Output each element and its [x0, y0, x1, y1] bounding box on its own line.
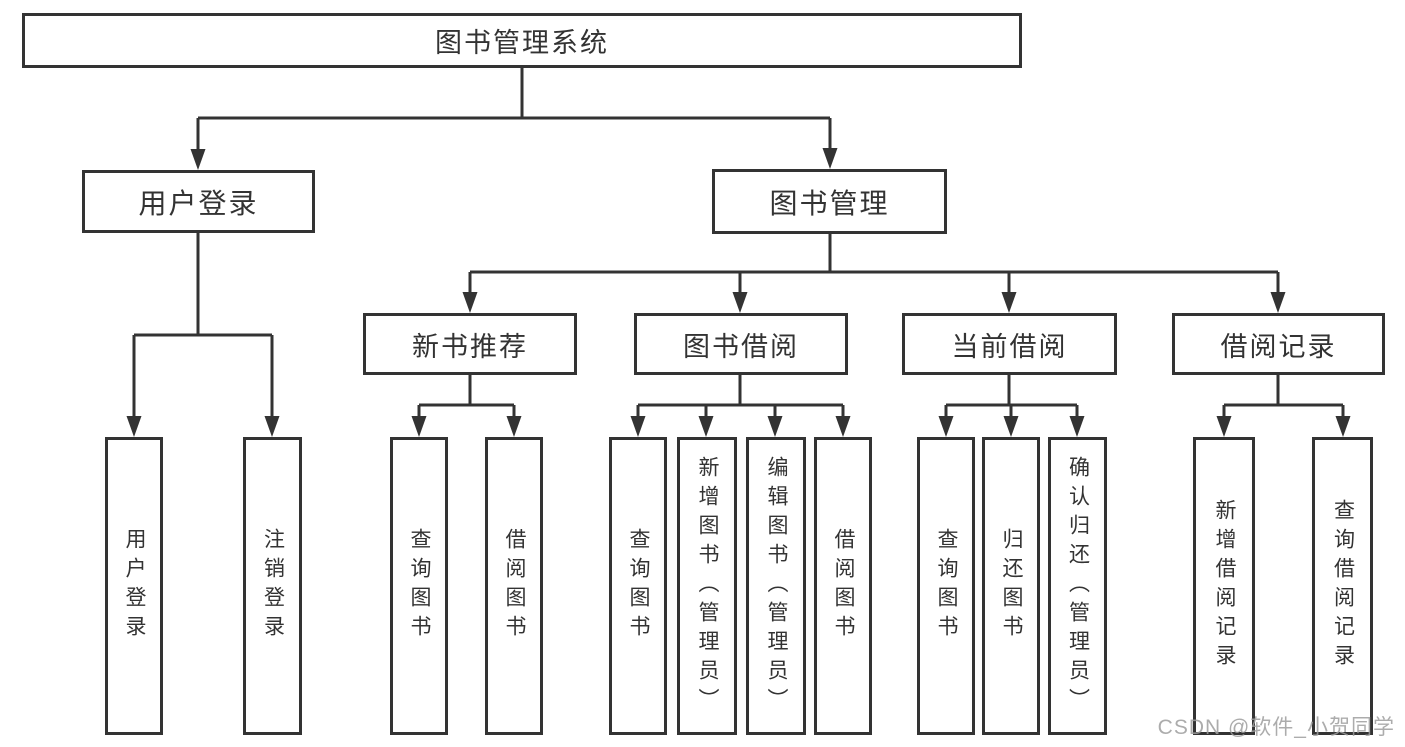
connector-new-book-recommend	[417, 375, 516, 426]
leaf-label: 新增图书（管理员）	[696, 455, 719, 717]
csdn-watermark: CSDN @软件_小贺同学	[1157, 716, 1395, 739]
node-current-borrow: 当前借阅	[902, 313, 1117, 375]
node-label: 图书借阅	[683, 331, 799, 362]
node-label: 新书推荐	[412, 331, 528, 362]
leaf-add-borrow-record: 新增借阅记录	[1193, 437, 1255, 735]
leaf-edit-books-admin: 编辑图书（管理员）	[746, 437, 806, 735]
leaf-confirm-return-admin: 确认归还（管理员）	[1048, 437, 1107, 735]
node-library-management-system: 图书管理系统	[22, 13, 1022, 68]
node-label: 当前借阅	[951, 331, 1068, 362]
connector-book-borrow	[636, 375, 845, 426]
leaf-add-books-admin: 新增图书（管理员）	[677, 437, 737, 735]
leaf-label: 归还图书	[1000, 528, 1023, 644]
node-label: 图书管理系统	[435, 28, 609, 58]
leaf-query-books-recommend: 查询图书	[390, 437, 448, 735]
leaf-query-books-borrow: 查询图书	[609, 437, 667, 735]
leaf-label: 借阅图书	[832, 528, 855, 644]
node-borrow-record: 借阅记录	[1172, 313, 1385, 375]
leaf-label: 编辑图书（管理员）	[765, 455, 788, 717]
node-label: 用户登录	[138, 187, 259, 219]
leaf-logout: 注销登录	[243, 437, 302, 735]
leaf-borrow-books-recommend: 借阅图书	[485, 437, 543, 735]
leaf-user-login: 用户登录	[105, 437, 163, 735]
leaf-borrow-books: 借阅图书	[814, 437, 872, 735]
connector-book-management	[468, 234, 1280, 302]
node-new-book-recommend: 新书推荐	[363, 313, 577, 375]
leaf-label: 查询图书	[408, 528, 431, 644]
leaf-label: 用户登录	[123, 528, 146, 644]
leaf-query-borrow-record: 查询借阅记录	[1312, 437, 1373, 735]
leaf-label: 注销登录	[261, 528, 285, 644]
connector-borrow-record	[1222, 375, 1345, 426]
leaf-label: 新增借阅记录	[1213, 499, 1236, 673]
connector-root	[196, 68, 832, 158]
leaf-label: 查询图书	[627, 528, 650, 644]
leaf-return-books: 归还图书	[982, 437, 1040, 735]
leaf-label: 查询借阅记录	[1331, 499, 1355, 673]
connector-user-login	[132, 233, 274, 426]
leaf-label: 查询图书	[935, 528, 958, 644]
leaf-label: 确认归还（管理员）	[1066, 455, 1090, 717]
connector-current-borrow	[944, 375, 1079, 426]
node-label: 图书管理	[769, 187, 890, 219]
node-user-login: 用户登录	[82, 170, 315, 233]
node-label: 借阅记录	[1220, 331, 1337, 362]
leaf-query-books-current: 查询图书	[917, 437, 975, 735]
node-book-borrow: 图书借阅	[634, 313, 848, 375]
node-book-management: 图书管理	[712, 169, 947, 234]
leaf-label: 借阅图书	[503, 528, 526, 644]
